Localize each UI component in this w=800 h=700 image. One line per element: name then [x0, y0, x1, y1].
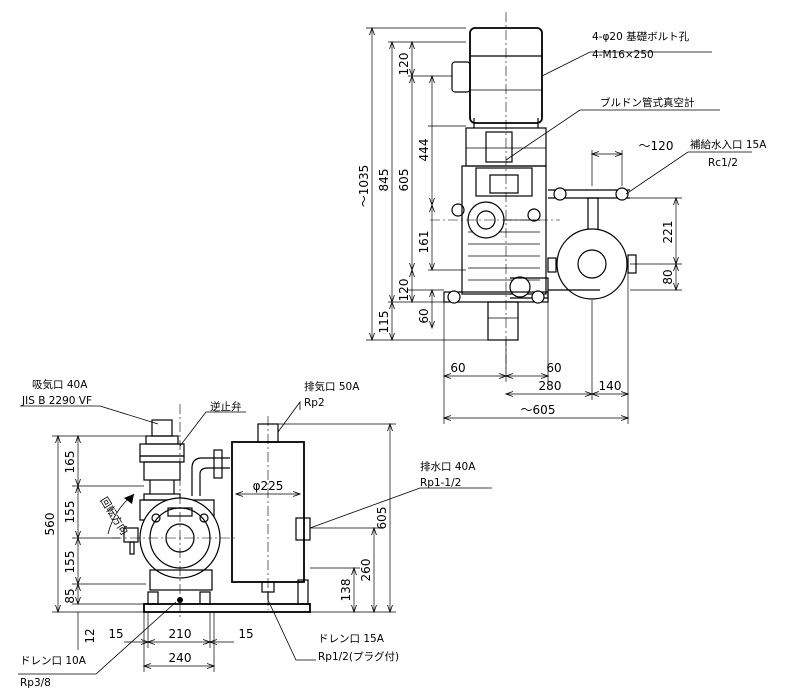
note-drain-water-2: Rp1-1/2	[420, 477, 461, 489]
dim-front-diameter: φ225	[253, 479, 284, 493]
dim-top-280: 280	[539, 379, 562, 393]
front-horizontal-dimensions	[124, 494, 300, 672]
check-valve	[139, 419, 185, 501]
dim-front-210: 210	[169, 627, 192, 641]
note-bolt-holes-1: 4-φ20 基礎ボルト孔	[592, 30, 690, 43]
connecting-pipe	[191, 449, 230, 496]
dim-front-155-upper: 155	[63, 501, 77, 524]
water-inlet-piping	[548, 187, 630, 231]
top-right-dimensions	[630, 198, 682, 290]
top-horizontal-dimensions	[444, 150, 628, 424]
dim-front-165: 165	[63, 451, 77, 474]
dim-front-138: 138	[339, 579, 353, 602]
motor	[451, 27, 543, 128]
note-bolt-holes-2: 4-M16×250	[592, 49, 654, 61]
note-drain-water-1: 排水口 40A	[420, 460, 476, 473]
separator-tank-top	[547, 228, 637, 300]
dim-top-120-lower: 120	[397, 279, 411, 302]
dim-front-12: 12	[83, 628, 97, 643]
pump-housing	[451, 165, 549, 299]
dim-top-115: 115	[377, 311, 391, 334]
top-vertical-dimensions	[366, 28, 488, 340]
dim-top-80: 80	[661, 269, 675, 284]
front-leaders	[18, 400, 492, 675]
note-water-inlet-2: Rc1/2	[708, 157, 738, 169]
dim-top-605-horiz: ～605	[521, 403, 556, 417]
base-plate	[443, 290, 549, 341]
dim-front-155-lower: 155	[63, 551, 77, 574]
note-drain-left-2: Rp3/8	[20, 677, 51, 689]
note-water-inlet-1: 補給水入口 15A	[690, 138, 767, 151]
top-leaders	[505, 51, 752, 195]
dim-front-240: 240	[169, 651, 192, 665]
note-check-valve: 逆止弁	[210, 400, 242, 413]
note-gauge: ブルドン管式真空計	[600, 96, 695, 109]
separator-tank	[231, 423, 311, 600]
dim-top-120-upper: 120	[397, 53, 411, 76]
dim-top-221: 221	[661, 221, 675, 244]
note-exhaust-1: 排気口 50A	[304, 380, 360, 393]
front-vertical-dimensions	[52, 436, 152, 650]
dim-front-15-right: 15	[238, 627, 253, 641]
note-drain-left-1: ドレン口 10A	[20, 655, 87, 667]
note-suction-2: JIS B 2290 VF	[21, 395, 92, 407]
pump-body	[123, 497, 221, 591]
dim-top-140: 140	[599, 379, 622, 393]
dim-top-60-left: 60	[450, 361, 465, 375]
dim-top-161: 161	[417, 231, 431, 254]
base-frame	[143, 579, 311, 613]
dim-front-605: 605	[375, 507, 389, 530]
dim-top-605: 605	[397, 169, 411, 192]
dim-top-120-horiz: ～120	[639, 139, 674, 153]
dim-front-85: 85	[63, 588, 77, 603]
dim-top-60-right: 60	[546, 361, 561, 375]
top-view: ～1035 845 120 605 444 161 120 60 115 221…	[357, 12, 767, 424]
note-drain-right-2: Rp1/2(プラグ付)	[318, 650, 399, 663]
dim-front-260: 260	[359, 559, 373, 582]
dim-top-60-vert: 60	[417, 308, 431, 323]
dim-top-1035: ～1035	[357, 165, 371, 208]
dim-front-560: 560	[43, 513, 57, 536]
dim-top-845: 845	[377, 169, 391, 192]
note-exhaust-2: Rp2	[304, 397, 325, 409]
note-suction-1: 吸気口 40A	[32, 378, 88, 391]
dim-top-444: 444	[417, 139, 431, 162]
front-right-dimensions	[278, 424, 396, 612]
rotation-arrow	[107, 493, 135, 535]
dim-front-15-left: 15	[108, 627, 123, 641]
note-drain-right-1: ドレン口 15A	[318, 633, 385, 645]
front-view: 560 165 155 155 85 12 605 260 138 15 210…	[18, 378, 492, 689]
